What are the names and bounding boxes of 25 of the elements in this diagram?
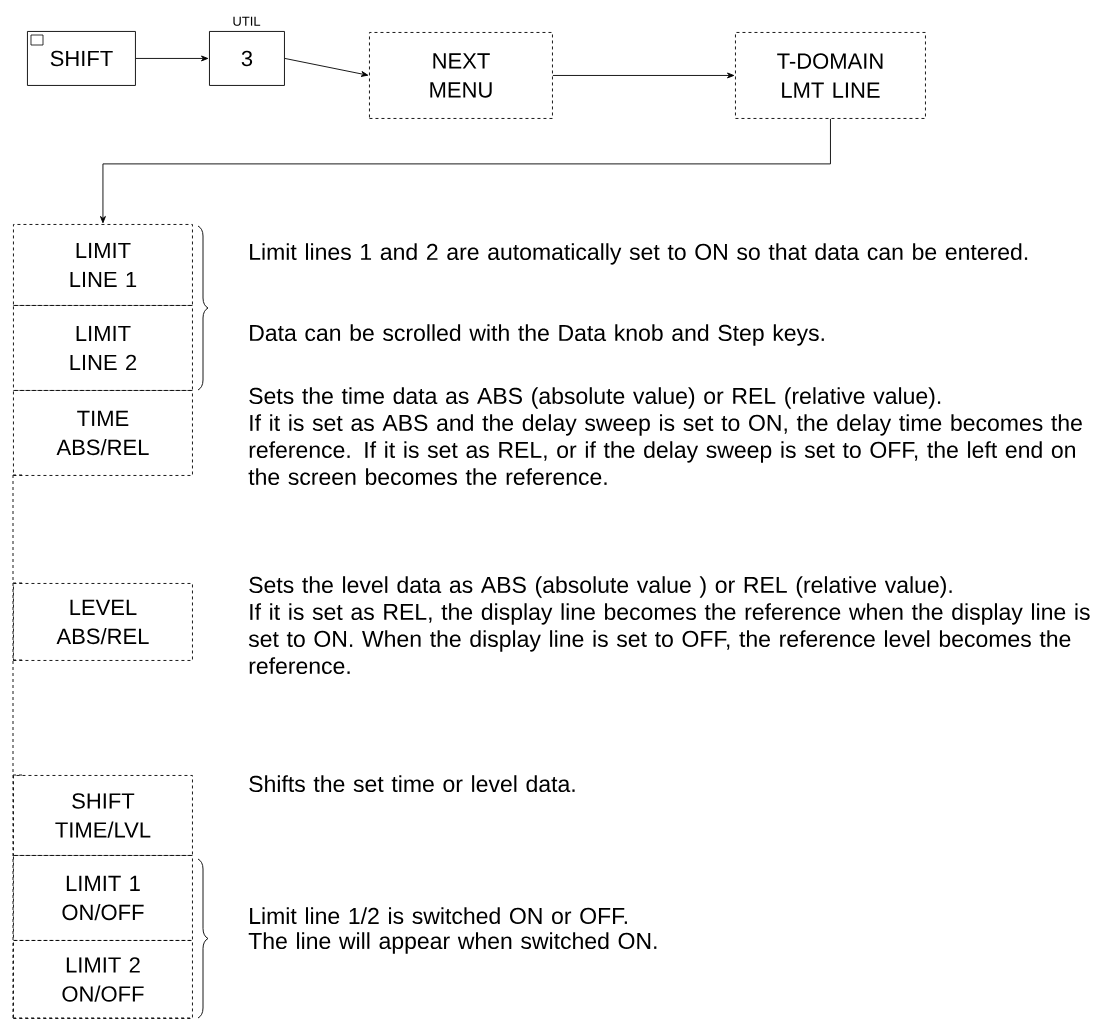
- description-text: Sets the time data as ABS (absolute value) or REL (relative value).: [249, 387, 941, 409]
- softkey-box: LIMIT LINE 2: [13, 305, 193, 391]
- arrow: [284, 58, 369, 77]
- key-box: 3: [209, 31, 285, 86]
- description-text: Limit line 1/2 is switched ON or OFF.: [250, 907, 627, 925]
- description-text: Limit lines 1 and 2 are automatically set to ON so that data can be entered.: [250, 243, 1028, 265]
- arrow: [100, 118, 831, 224]
- arrow: [135, 55, 209, 62]
- softkey-box: LIMIT 1 ON/OFF: [13, 855, 193, 941]
- softkey-box: LIMIT 2 ON/OFF: [13, 940, 193, 1019]
- key-caption: UTIL: [233, 16, 261, 26]
- description-text: Data can be scrolled with the Data knob and Step keys.: [250, 324, 824, 346]
- description-text: Shifts the set time or level data.: [249, 775, 575, 793]
- description-text: If it is set as ABS and the delay sweep is set to ON, the delay time becomes the reference. If it is set as REL, or if the delay sweep is set to OFF, the left end on the screen becomes the reference.: [248, 414, 1082, 486]
- description-text: Sets the level data as ABS (absolute value ) or REL (relative value).: [249, 576, 952, 598]
- softkey-box: SHIFT TIME/LVL: [13, 775, 193, 856]
- key-box: SHIFT: [27, 31, 136, 86]
- description-text: If it is set as REL, the display line becomes the reference when the display line is set to ON. When the display line is set to OFF, the reference level becomes the reference.: [248, 603, 1090, 675]
- arrow: [552, 72, 735, 79]
- softkey-box: NEXT MENU: [369, 32, 553, 119]
- description-text: The line will appear when switched ON.: [248, 932, 657, 954]
- softkey-box: LIMIT LINE 1: [13, 224, 193, 306]
- softkey-box: LEVEL ABS/REL: [13, 583, 193, 661]
- softkey-box: TIME ABS/REL: [13, 390, 193, 476]
- softkey-box: T-DOMAIN LMT LINE: [735, 32, 926, 119]
